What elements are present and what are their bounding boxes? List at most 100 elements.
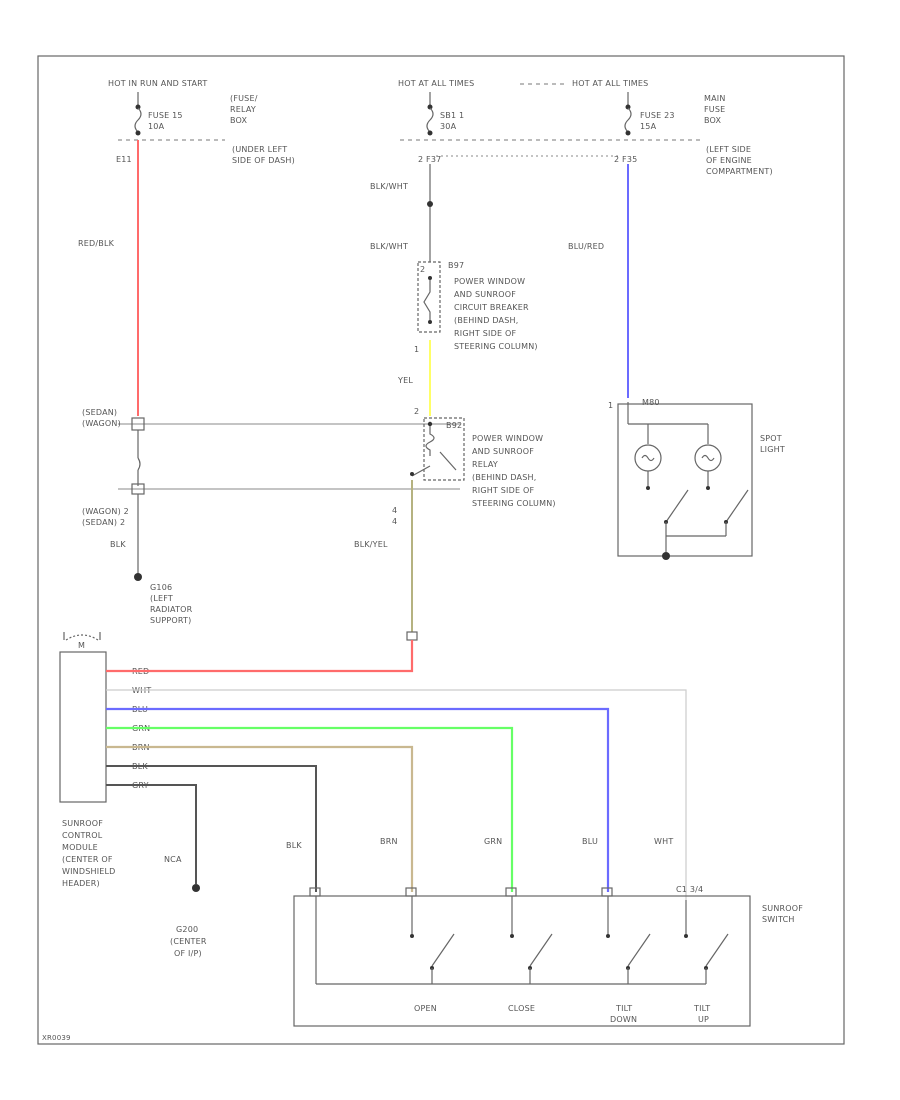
ground-g200-2: (CENTER	[170, 937, 207, 946]
main-fuse-box-1: MAIN	[704, 94, 726, 103]
sw-label-tilt-up-2: UP	[698, 1015, 709, 1024]
fuse15-label: FUSE 15	[148, 111, 183, 120]
svg-text:COMPARTMENT): COMPARTMENT)	[706, 167, 773, 176]
wire-label-blk-wht-2: BLK/WHT	[370, 242, 408, 251]
svg-text:CIRCUIT BREAKER: CIRCUIT BREAKER	[454, 303, 529, 312]
fuse23-amps: 15A	[640, 122, 657, 131]
m80-label: M80	[642, 398, 660, 407]
svg-text:(BEHIND DASH,: (BEHIND DASH,	[472, 473, 536, 482]
svg-text:AND SUNROOF: AND SUNROOF	[472, 447, 534, 456]
pw-breaker-4: (BEHIND DASH,	[454, 316, 518, 325]
diagram-border	[37, 55, 845, 1045]
svg-text:(WAGON): (WAGON)	[82, 419, 121, 428]
pin-b97-top: 2	[420, 265, 425, 274]
wire-label-nca: NCA	[164, 855, 182, 864]
circuit-breaker-b97	[417, 261, 441, 333]
svg-text:OF ENGINE: OF ENGINE	[706, 156, 752, 165]
svg-text:RADIATOR: RADIATOR	[150, 605, 193, 614]
pw-relay-4: (BEHIND DASH,	[472, 473, 536, 482]
switch-tilt-down	[627, 933, 651, 967]
wire-label-wht: WHT	[654, 837, 673, 846]
pw-relay-2: AND SUNROOF	[472, 447, 534, 456]
module-name-3: MODULE	[62, 843, 98, 852]
pw-relay-1: POWER WINDOW	[472, 434, 543, 443]
wire-label-blk-2: BLK	[286, 841, 302, 850]
wire-module-brn	[106, 745, 414, 892]
pw-relay-3: RELAY	[472, 460, 498, 469]
module-name-4: (CENTER OF	[62, 855, 113, 864]
main-fuse-box-2: FUSE	[704, 105, 725, 114]
wire-module-blk	[106, 765, 317, 892]
main-fuse-box-loc-3: COMPARTMENT)	[706, 167, 773, 176]
svg-text:(CENTER OF: (CENTER OF	[62, 855, 113, 864]
svg-text:(SEDAN): (SEDAN)	[82, 408, 117, 417]
module-m-label: M	[78, 641, 85, 650]
svg-text:BOX: BOX	[704, 116, 722, 125]
fuse23-symbol	[624, 107, 632, 133]
wire-label-grn: GRN	[484, 837, 502, 846]
fuse-relay-box-2: RELAY	[230, 105, 256, 114]
pin-b92-4: 4	[392, 506, 397, 515]
svg-text:(LEFT: (LEFT	[150, 594, 173, 603]
svg-text:WINDSHIELD: WINDSHIELD	[62, 867, 116, 876]
svg-text:DOWN: DOWN	[610, 1015, 637, 1024]
conn-left-bot-1: (WAGON) 2	[82, 507, 129, 516]
pin-switch-top: C1 3/4	[676, 885, 703, 894]
svg-text:LIGHT: LIGHT	[760, 445, 785, 454]
pw-relay-6: STEERING COLUMN)	[472, 499, 556, 508]
module-name-2: CONTROL	[62, 831, 103, 840]
pw-breaker-2: AND SUNROOF	[454, 290, 516, 299]
wire-label-brn: BRN	[380, 837, 398, 846]
svg-text:POWER WINDOW: POWER WINDOW	[472, 434, 543, 443]
sb1-label: SB1 1	[440, 111, 464, 120]
svg-text:UP: UP	[698, 1015, 709, 1024]
svg-text:RIGHT SIDE OF: RIGHT SIDE OF	[454, 329, 516, 338]
module-name-5: WINDSHIELD	[62, 867, 116, 876]
wire-module-wht	[106, 689, 687, 900]
svg-text:(FUSE/: (FUSE/	[230, 94, 258, 103]
fuse-relay-box-3: BOX	[230, 116, 248, 125]
main-fuse-box-3: BOX	[704, 116, 722, 125]
pw-breaker-6: STEERING COLUMN)	[454, 342, 538, 351]
sw-label-tilt-down-1: TILT	[615, 1004, 632, 1013]
svg-text:POWER WINDOW: POWER WINDOW	[454, 277, 525, 286]
sb1-amps: 30A	[440, 122, 457, 131]
svg-text:(WAGON) 2: (WAGON) 2	[82, 507, 129, 516]
fuse-relay-box-loc-2: SIDE OF DASH)	[232, 156, 295, 165]
svg-text:RIGHT SIDE OF: RIGHT SIDE OF	[472, 486, 534, 495]
fuse15-amps: 10A	[148, 122, 165, 131]
svg-text:STEERING COLUMN): STEERING COLUMN)	[454, 342, 538, 351]
switch-open	[431, 933, 455, 967]
pw-breaker-3: CIRCUIT BREAKER	[454, 303, 529, 312]
main-fuse-box-loc-1: (LEFT SIDE	[706, 145, 751, 154]
ground-g200-1: G200	[176, 925, 198, 934]
svg-text:BOX: BOX	[230, 116, 248, 125]
svg-text:(BEHIND DASH,: (BEHIND DASH,	[454, 316, 518, 325]
wire-label-red-blk: RED/BLK	[78, 239, 115, 248]
fuse15-terminal-top	[135, 104, 141, 110]
b97-label: B97	[448, 261, 464, 270]
ground-g106-symbol	[134, 573, 142, 581]
svg-text:STEERING COLUMN): STEERING COLUMN)	[472, 499, 556, 508]
svg-text:SUPPORT): SUPPORT)	[150, 616, 191, 625]
switch-tilt-up	[705, 933, 729, 967]
sw-label-close: CLOSE	[508, 1004, 535, 1013]
svg-text:HEADER): HEADER)	[62, 879, 100, 888]
fuse23-label: FUSE 23	[640, 111, 675, 120]
conn-left-bot-2: (SEDAN) 2	[82, 518, 125, 527]
svg-text:SPOT: SPOT	[760, 434, 782, 443]
svg-text:OF I/P): OF I/P)	[174, 949, 202, 958]
ground-g200-symbol	[192, 884, 200, 892]
svg-text:RELAY: RELAY	[472, 460, 498, 469]
conn-left-top-2: (WAGON)	[82, 419, 121, 428]
svg-text:SIDE OF DASH): SIDE OF DASH)	[232, 156, 295, 165]
pin-f37: 2 F37	[418, 155, 441, 164]
svg-text:SUNROOF: SUNROOF	[762, 904, 803, 913]
svg-text:CONTROL: CONTROL	[62, 831, 103, 840]
svg-text:SWITCH: SWITCH	[762, 915, 795, 924]
ground-g106-1: G106	[150, 583, 172, 592]
pw-relay-5: RIGHT SIDE OF	[472, 486, 534, 495]
spot-light-ground	[662, 552, 670, 560]
power-label-all-times-1: HOT AT ALL TIMES	[398, 79, 474, 88]
